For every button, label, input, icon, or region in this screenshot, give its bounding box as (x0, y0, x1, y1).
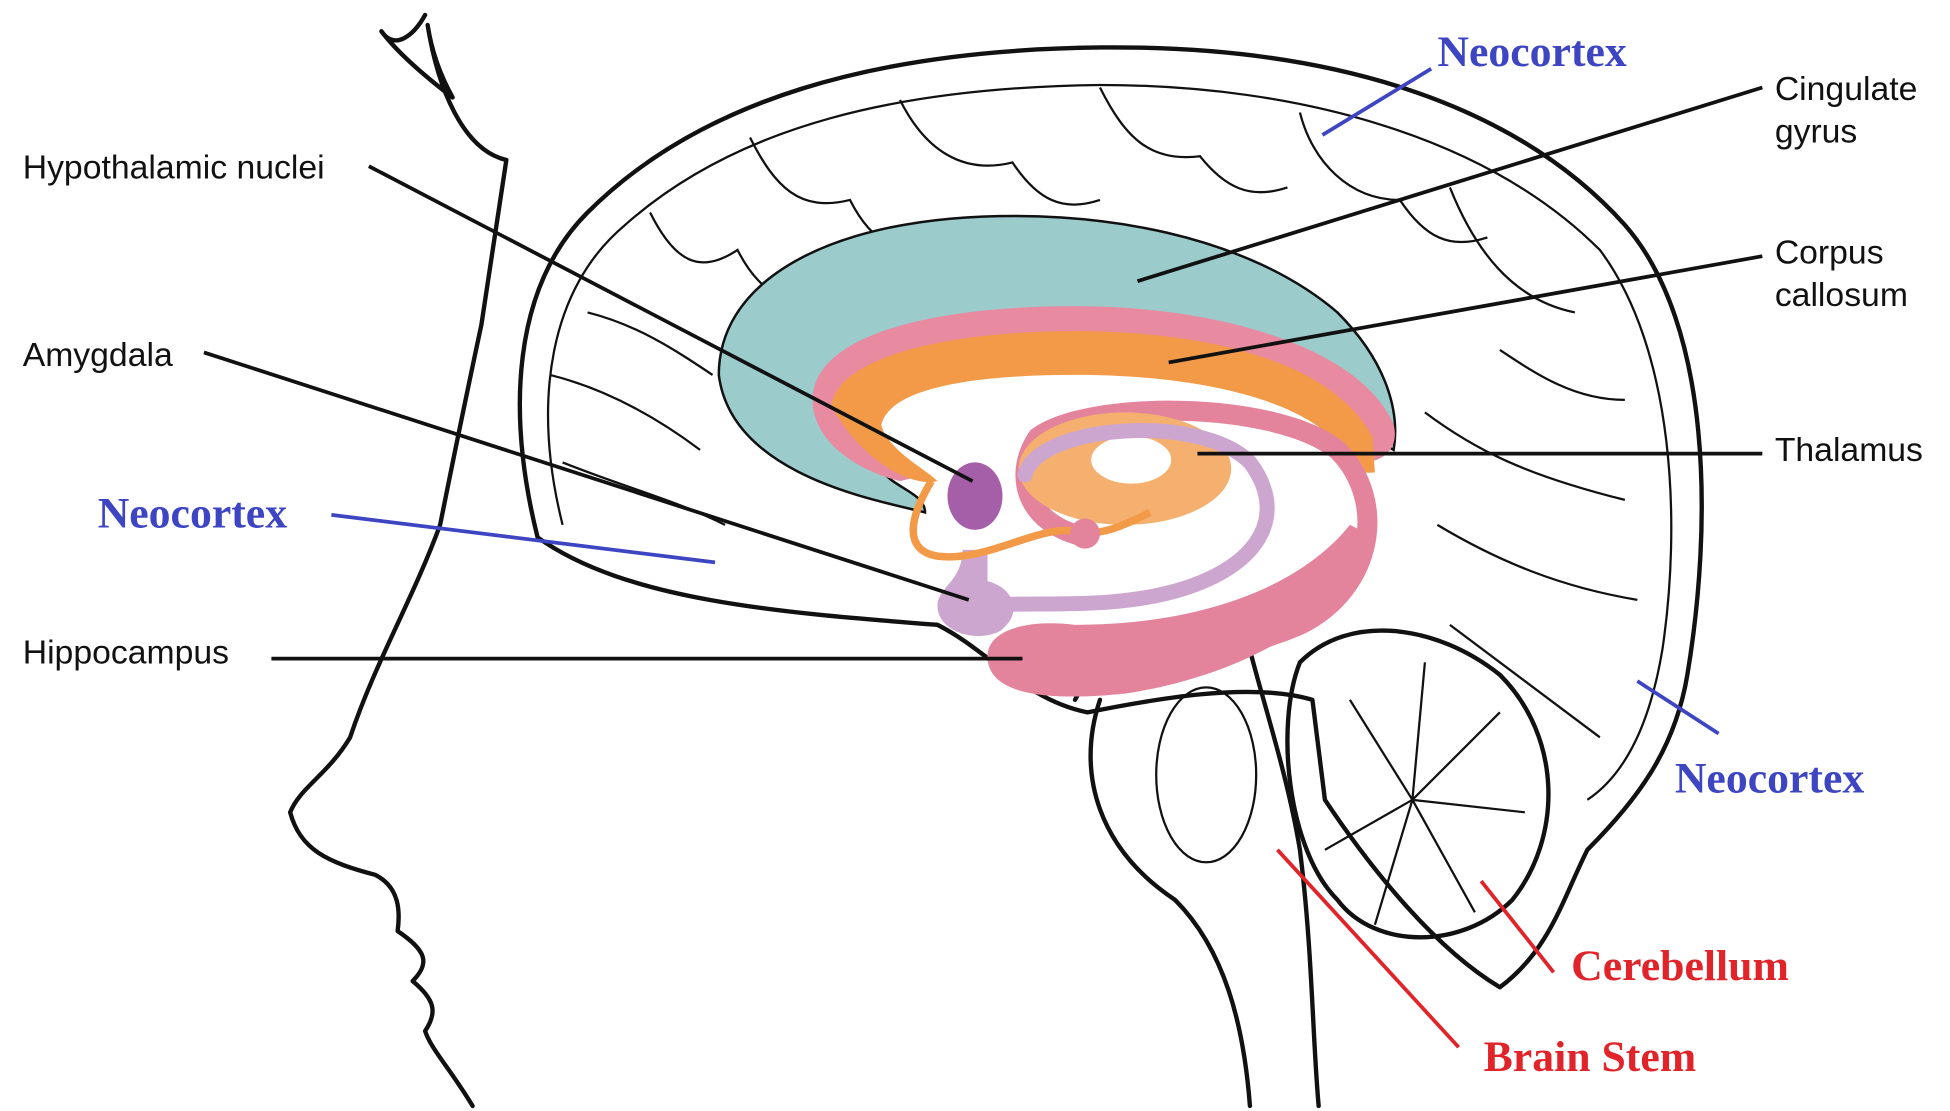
amygdala-shape (937, 549, 1014, 637)
label-brain-stem: Brain Stem (1484, 1033, 1697, 1081)
leader-cingulate (1136, 85, 1763, 283)
hippocampus-shape (987, 524, 1375, 697)
leader-cerebellum (1479, 879, 1556, 974)
label-neocortex-top: Neocortex (1437, 28, 1627, 76)
label-cingulate-2: gyrus (1775, 112, 1858, 150)
cerebrum-outline (517, 45, 1704, 990)
label-neocortex-right: Neocortex (1675, 754, 1865, 802)
label-hypothalamic-nuclei: Hypothalamic nuclei (23, 149, 325, 187)
label-corpus-2: callosum (1775, 276, 1908, 314)
leader-neocortex-right (1636, 679, 1720, 736)
label-hippocampus: Hippocampus (23, 634, 229, 672)
label-amygdala: Amygdala (23, 336, 173, 374)
head-profile (287, 12, 509, 1109)
cerebellum-shape (1285, 628, 1551, 940)
hypothalamic-nuclei-shape (947, 462, 1003, 530)
leader-amygdala (203, 350, 970, 602)
leader-corpus (1168, 254, 1763, 365)
pons (1155, 686, 1258, 864)
mammillary-body (1069, 518, 1100, 549)
leader-neocortex-left (331, 513, 716, 565)
leader-brain-stem (1276, 848, 1461, 1049)
label-neocortex-left: Neocortex (98, 489, 288, 537)
label-corpus-1: Corpus (1775, 234, 1884, 272)
gyri-folds (549, 86, 1638, 739)
label-thalamus: Thalamus (1775, 431, 1923, 469)
brainstem-shape (1072, 643, 1321, 1109)
corpus-callosum-inner (831, 331, 1375, 483)
leader-neocortex-top (1321, 67, 1433, 137)
stria-terminalis (979, 423, 1275, 614)
leader-hypothalamic (368, 164, 974, 483)
label-cingulate-1: Cingulate (1775, 70, 1918, 108)
cerebellum-folia (1324, 662, 1526, 926)
label-cerebellum: Cerebellum (1571, 942, 1789, 990)
cortex-inner (547, 83, 1673, 801)
mammillothalamic-tract (909, 479, 1152, 561)
